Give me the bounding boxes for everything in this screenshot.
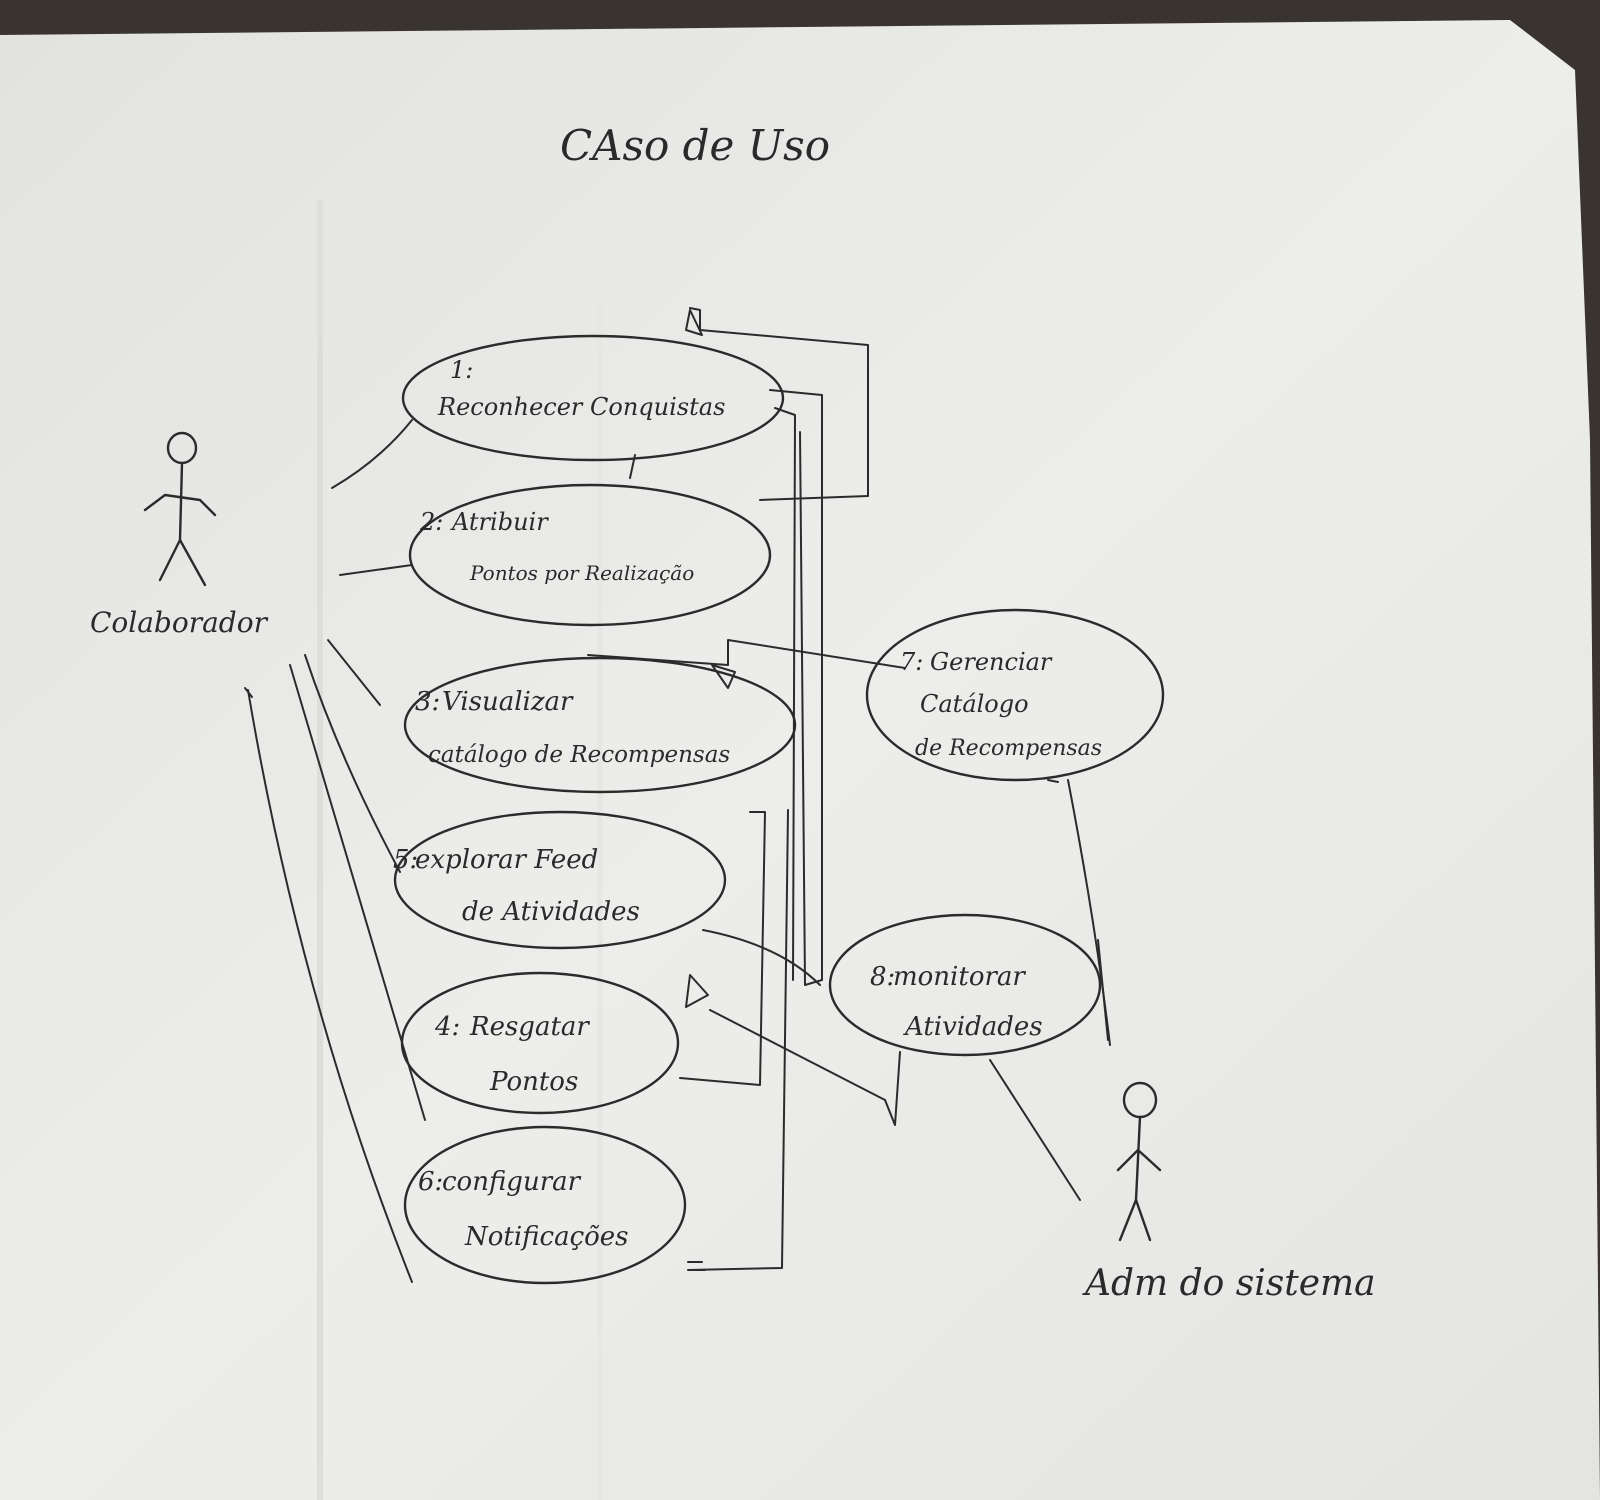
svg-text:Reconhecer Conquistas: Reconhecer Conquistas xyxy=(437,393,725,421)
svg-text:8:: 8: xyxy=(870,962,895,992)
diagram-title: CAso de Uso xyxy=(560,121,830,170)
admin-associations xyxy=(989,779,1111,1201)
svg-text:explorar Feed: explorar Feed xyxy=(415,845,598,875)
actor-admin-label: Adm do sistema xyxy=(1082,1263,1376,1304)
use-case-2: 2: Atribuir Pontos por Realização xyxy=(408,483,772,627)
use-case-7: 7: Gerenciar Catálogo de Recompensas xyxy=(865,608,1165,782)
use-case-5: 5: explorar Feed de Atividades xyxy=(393,810,727,950)
svg-text:Atividades: Atividades xyxy=(903,1012,1043,1042)
use-case-3: 3: Visualizar catálogo de Recompensas xyxy=(403,656,797,794)
svg-text:7:: 7: xyxy=(900,648,923,676)
svg-text:Pontos por Realização: Pontos por Realização xyxy=(469,561,694,585)
svg-text:Pontos: Pontos xyxy=(489,1067,578,1097)
use-case-6: 6: configurar Notificações xyxy=(403,1125,687,1285)
use-case-8: 8: monitorar Atividades xyxy=(828,913,1102,1057)
use-case-4: 4: Resgatar Pontos xyxy=(400,971,680,1115)
collaborator-associations xyxy=(244,419,426,1283)
paper-sheet xyxy=(0,20,1600,1500)
svg-text:Resgatar: Resgatar xyxy=(469,1012,590,1042)
svg-text:6:: 6: xyxy=(418,1167,443,1197)
svg-text:Visualizar: Visualizar xyxy=(442,687,574,717)
svg-text:catálogo de Recompensas: catálogo de Recompensas xyxy=(428,742,730,768)
use-case-relations xyxy=(587,307,906,1271)
svg-text:1:: 1: xyxy=(450,356,473,384)
svg-text:de Recompensas: de Recompensas xyxy=(915,736,1102,761)
svg-text:de Atividades: de Atividades xyxy=(462,897,640,927)
actor-collaborator-label: Colaborador xyxy=(90,606,269,639)
use-case-1: 1: Reconhecer Conquistas xyxy=(401,334,785,462)
actor-collaborator-figure xyxy=(143,431,217,587)
svg-text:monitorar: monitorar xyxy=(893,962,1026,992)
svg-text:4:: 4: xyxy=(434,1012,460,1042)
svg-text:5:: 5: xyxy=(393,845,418,875)
svg-text:Catálogo: Catálogo xyxy=(920,690,1029,718)
svg-text:3:: 3: xyxy=(415,687,440,717)
svg-text:Gerenciar: Gerenciar xyxy=(930,648,1053,676)
actor-admin-figure xyxy=(1116,1081,1162,1242)
svg-text:Atribuir: Atribuir xyxy=(450,508,549,536)
svg-text:configurar: configurar xyxy=(442,1167,582,1197)
svg-text:Notificações: Notificações xyxy=(464,1222,629,1252)
svg-text:2:: 2: xyxy=(419,508,443,536)
